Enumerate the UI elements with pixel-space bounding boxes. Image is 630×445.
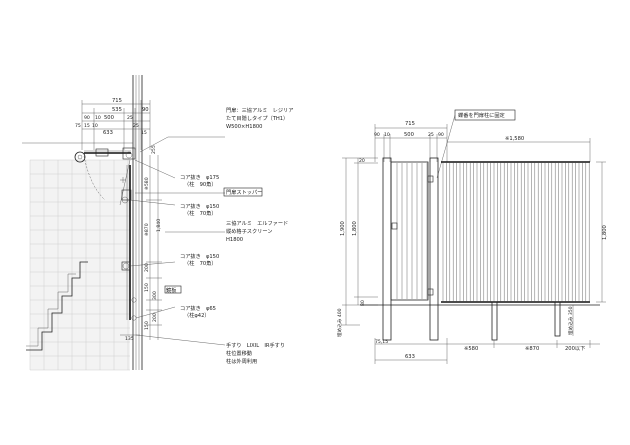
building-wall bbox=[22, 75, 143, 370]
elev-dim-80: 80 bbox=[360, 300, 366, 306]
dim-255: 255 bbox=[151, 145, 157, 154]
dim-500: 500 bbox=[104, 115, 114, 121]
dim-25b: 25 bbox=[133, 123, 139, 129]
stair-outline bbox=[26, 261, 88, 351]
note-rail3: 柱は外周利用 bbox=[226, 357, 257, 365]
dim-135: 135 bbox=[125, 336, 134, 342]
elevation-view: 蝶番を門扉柱に固定 715 90 10 500 25 90 ※1,580 bbox=[336, 109, 608, 364]
dim-15b: 15 bbox=[141, 130, 147, 136]
note-gate-type: たて目隠しタイプ（TH1） bbox=[226, 114, 288, 122]
screen-fence-plan bbox=[120, 165, 137, 321]
tile-grid bbox=[29, 159, 130, 371]
dim-25: 25 bbox=[127, 115, 133, 121]
note-screen3: H1800 bbox=[226, 237, 243, 243]
hinge-bottom bbox=[427, 288, 434, 296]
gate-handle bbox=[391, 222, 398, 230]
elev-dim-25: 25 bbox=[428, 132, 434, 138]
plan-notes: 門扉：三協アルミ レジリア たて目隠しタイプ（TH1） W500×H1800 コ… bbox=[129, 106, 293, 365]
dim-150: 150 bbox=[144, 283, 150, 292]
elev-dim-715: 715 bbox=[405, 121, 415, 127]
gate-post-right bbox=[429, 157, 439, 341]
fence-post-1 bbox=[491, 301, 498, 341]
gate-leaf-plan bbox=[74, 147, 136, 206]
gate-elevation bbox=[382, 157, 439, 341]
elev-dim-200-below: 200以下 bbox=[565, 345, 585, 352]
note-stopper: 門扉ストッパー bbox=[226, 188, 262, 196]
dim-10a: 10 bbox=[95, 115, 101, 121]
dim-15: 15 bbox=[84, 123, 90, 129]
note-core4: コア抜き φ65 bbox=[180, 304, 216, 312]
callout-hinge: 蝶番を門扉柱に固定 bbox=[458, 111, 505, 119]
dim-535: 535 bbox=[112, 107, 122, 113]
dim-150b: 150 bbox=[144, 321, 150, 330]
elev-dim-75-15: 75,15 bbox=[375, 339, 388, 345]
gate-leaf bbox=[390, 161, 429, 301]
dim-715: 715 bbox=[112, 98, 122, 104]
elev-dim-633: 633 bbox=[405, 354, 415, 360]
note-gate-size: W500×H1800 bbox=[226, 124, 262, 130]
elev-dim-screen-1800: 1,800 bbox=[602, 225, 608, 240]
dim-870: ※870 bbox=[144, 223, 150, 236]
note-screen2: 縦め格子スクリーン bbox=[226, 227, 272, 235]
dim-1840: 1,840 bbox=[156, 219, 162, 232]
dim-200b: 200 bbox=[152, 313, 158, 322]
elevation-left-dimensions: 20 1,900 1,800 80 埋め込み 400 bbox=[336, 157, 378, 337]
dim-580: ※580 bbox=[144, 177, 150, 190]
hinge-top bbox=[427, 175, 434, 183]
note-rail2: 柱位置移動 bbox=[226, 349, 252, 357]
note-mirror: 鏡板 bbox=[166, 286, 177, 294]
dim-300a: 300 bbox=[152, 291, 158, 300]
note-core1: コア抜き φ175 bbox=[180, 173, 219, 181]
dim-90a: 90 bbox=[142, 107, 149, 113]
elevation-bottom-dimensions: 75,15 633 ※580 ※870 200以下 bbox=[374, 338, 600, 364]
dim-633: 633 bbox=[103, 130, 113, 136]
elev-dim-90b: 90 bbox=[438, 132, 444, 138]
elev-dim-1580: ※1,580 bbox=[505, 136, 524, 142]
plan-view: 715 535 90 90 10 500 25 75 15 10 633 25 … bbox=[22, 75, 293, 371]
elev-dim-10: 10 bbox=[384, 132, 390, 138]
note-screen1: 三協アルミ エルファード bbox=[226, 219, 288, 227]
note-core1b: （柱 90角） bbox=[184, 180, 217, 188]
elev-embed-right: 埋め込み 350 bbox=[567, 306, 574, 335]
note-core4b: （柱φ42） bbox=[184, 311, 210, 319]
fence-post-2 bbox=[554, 301, 561, 337]
note-core2: コア抜き φ150 bbox=[180, 202, 219, 210]
elev-embed-left: 埋め込み 400 bbox=[336, 308, 343, 337]
dim-200: 200 bbox=[144, 263, 150, 272]
elev-dim-500: 500 bbox=[404, 132, 414, 138]
note-core2b: （柱 70角） bbox=[184, 209, 217, 217]
note-core3: コア抜き φ150 bbox=[180, 252, 219, 260]
note-core3b: （柱 70角） bbox=[184, 259, 217, 267]
gate-post-left bbox=[382, 157, 392, 341]
plan-top-dimensions: 715 535 90 90 10 500 25 75 15 10 633 25 … bbox=[75, 98, 157, 154]
elev-dim-870b: ※870 bbox=[525, 346, 539, 352]
dim-75: 75 bbox=[75, 123, 81, 129]
elev-dim-1800: 1,800 bbox=[352, 221, 358, 236]
elev-dim-90a: 90 bbox=[374, 132, 380, 138]
note-gate-title: 門扉：三協アルミ レジリア bbox=[226, 106, 293, 114]
elev-dim-20: 20 bbox=[359, 158, 365, 164]
elevation-right-dimensions: 1,800 埋め込み 350 bbox=[567, 161, 608, 336]
note-rail1: 手すり LIXIL IR手すり bbox=[226, 341, 285, 349]
elevation-top-dimensions: 715 90 10 500 25 90 ※1,580 bbox=[374, 121, 591, 162]
elev-dim-580b: ※580 bbox=[464, 346, 478, 352]
dim-10b: 10 bbox=[92, 123, 98, 129]
plan-side-dimensions: ※580 1,840 ※870 200 150 300 150 200 135 bbox=[120, 155, 162, 342]
elev-dim-1900: 1,900 bbox=[340, 221, 346, 236]
screen-elevation bbox=[441, 161, 590, 341]
dim-90b: 90 bbox=[84, 115, 90, 121]
